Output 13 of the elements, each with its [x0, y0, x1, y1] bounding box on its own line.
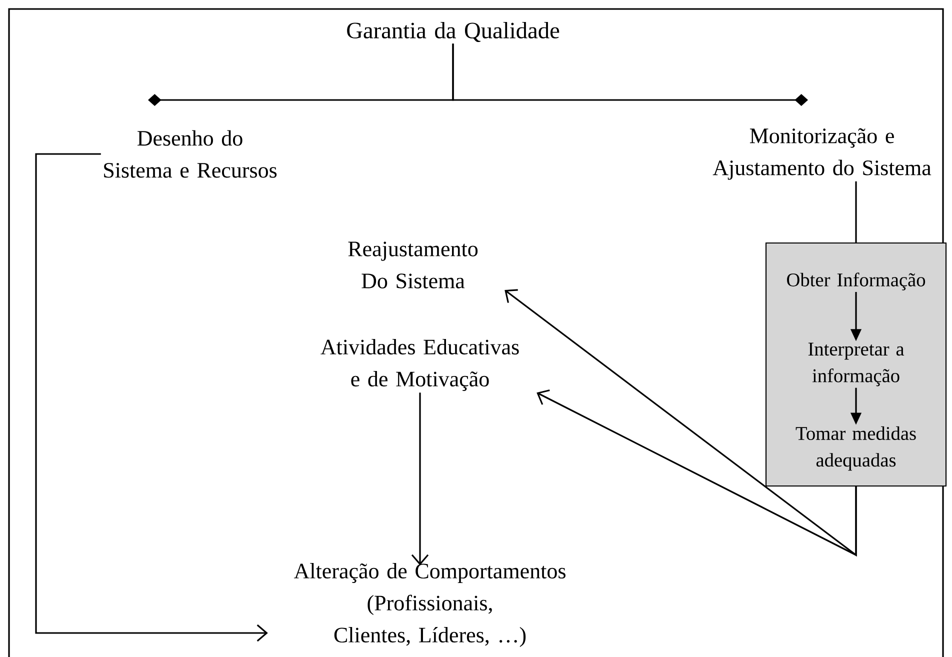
arrow	[536, 389, 857, 556]
step-text: Tomar medidas adequadas	[796, 426, 916, 471]
step-text: Obter Informação	[787, 272, 926, 290]
node-text: Reajustamento Do Sistema	[348, 242, 478, 288]
node-text: Monitorização e Ajustamento do Sistema	[712, 128, 932, 180]
node-text: Alteração de Comportamentos (Profissionais, Clientes, Líderes, …)	[294, 563, 566, 647]
heading: Garantia da Qualidade	[347, 22, 560, 42]
arrow	[35, 153, 268, 642]
process-panel	[765, 242, 947, 487]
step-text: Interpretar a informação	[808, 342, 904, 386]
arrow	[411, 392, 429, 566]
node-text: Desenho do Sistema e Recursos	[104, 130, 277, 178]
node-text: Atividades Educativas e de Motivação	[320, 339, 519, 391]
